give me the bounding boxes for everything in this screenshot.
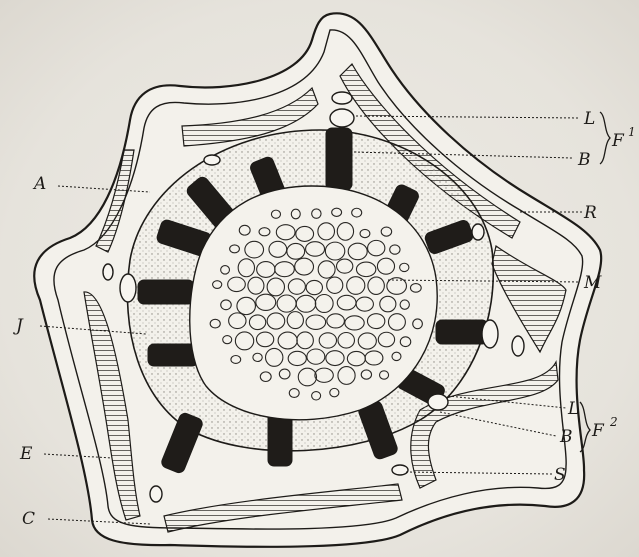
bundle-left-3 xyxy=(148,344,198,366)
canal-upper-right xyxy=(472,224,484,240)
bundle-left-2 xyxy=(138,280,194,304)
label-C: C xyxy=(22,509,35,529)
label-S: S xyxy=(554,465,566,485)
canal-L-top xyxy=(330,109,354,127)
canal-left-2 xyxy=(120,274,136,302)
label-L-bottom: L xyxy=(567,399,579,419)
canal-right-2 xyxy=(482,320,498,348)
canal-bottom-right xyxy=(392,465,408,475)
bundle-top xyxy=(326,128,352,190)
label-F-bottom-sup: 2 xyxy=(609,415,618,429)
label-L-top: L xyxy=(583,109,595,129)
label-A: A xyxy=(32,174,46,194)
label-M: M xyxy=(583,273,602,293)
label-E: E xyxy=(19,444,33,464)
label-F-top-sup: 1 xyxy=(628,125,636,139)
canal-top-left xyxy=(204,155,220,165)
canal-L-bottom xyxy=(428,394,448,410)
canal-top xyxy=(332,92,352,104)
canal-left xyxy=(103,264,113,280)
canal-bottom-left xyxy=(150,486,162,502)
brace-F1 xyxy=(600,112,610,164)
label-R: R xyxy=(583,203,597,223)
label-F-top: F xyxy=(611,131,625,151)
label-F-bottom: F xyxy=(591,421,605,441)
label-B-bottom: B xyxy=(559,427,573,447)
bundle-right-2 xyxy=(436,320,488,344)
canal-right xyxy=(512,336,524,356)
pith xyxy=(190,186,437,420)
label-B-top: B xyxy=(577,150,591,170)
label-J: J xyxy=(13,316,24,336)
